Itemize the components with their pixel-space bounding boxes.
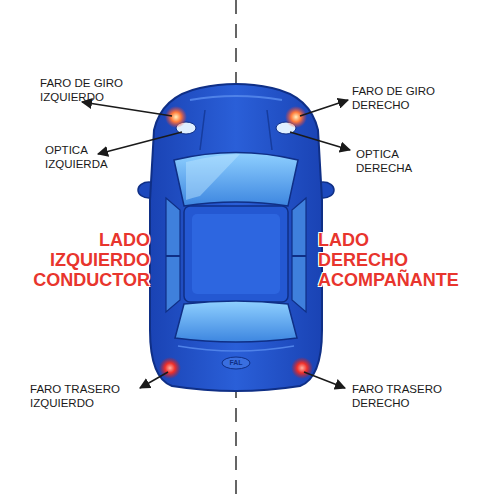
hood-line [190, 96, 282, 100]
right-pillar [292, 255, 306, 257]
right-tail-light [291, 357, 313, 379]
leader-arrow [300, 100, 348, 116]
roof-panel [192, 214, 280, 294]
side-label: LADO DERECHO ACOMPAÑANTE [318, 230, 459, 290]
part-label: FARO DE GIRO DERECHO [352, 84, 452, 112]
part-label: OPTICA IZQUIERDA [45, 143, 125, 171]
badge-text: FAL [218, 359, 254, 367]
left-turn-light [165, 106, 187, 128]
part-label: FARO DE GIRO IZQUIERDO [40, 76, 140, 104]
leader-arrow [98, 132, 182, 154]
car-body [150, 84, 322, 391]
right-turn-light [285, 106, 307, 128]
left-pillar [166, 255, 180, 257]
trunk-line [178, 346, 294, 351]
part-label: OPTICA DERECHA [356, 147, 436, 175]
windshield [174, 153, 298, 207]
part-label: FARO TRASERO DERECHO [352, 382, 452, 410]
leader-arrow [140, 372, 168, 388]
leader-arrow [82, 102, 172, 116]
car-roof [184, 206, 288, 302]
windshield-shine [186, 154, 240, 200]
part-label: FARO TRASERO IZQUIERDO [30, 382, 130, 410]
right-side-window [292, 198, 306, 312]
leader-arrow [290, 132, 350, 150]
left-side-window [166, 198, 180, 312]
leader-arrow [304, 372, 345, 388]
side-label: LADO IZQUIERDO CONDUCTOR [33, 230, 150, 290]
rear-window [175, 301, 297, 342]
hood-crease [200, 110, 272, 150]
